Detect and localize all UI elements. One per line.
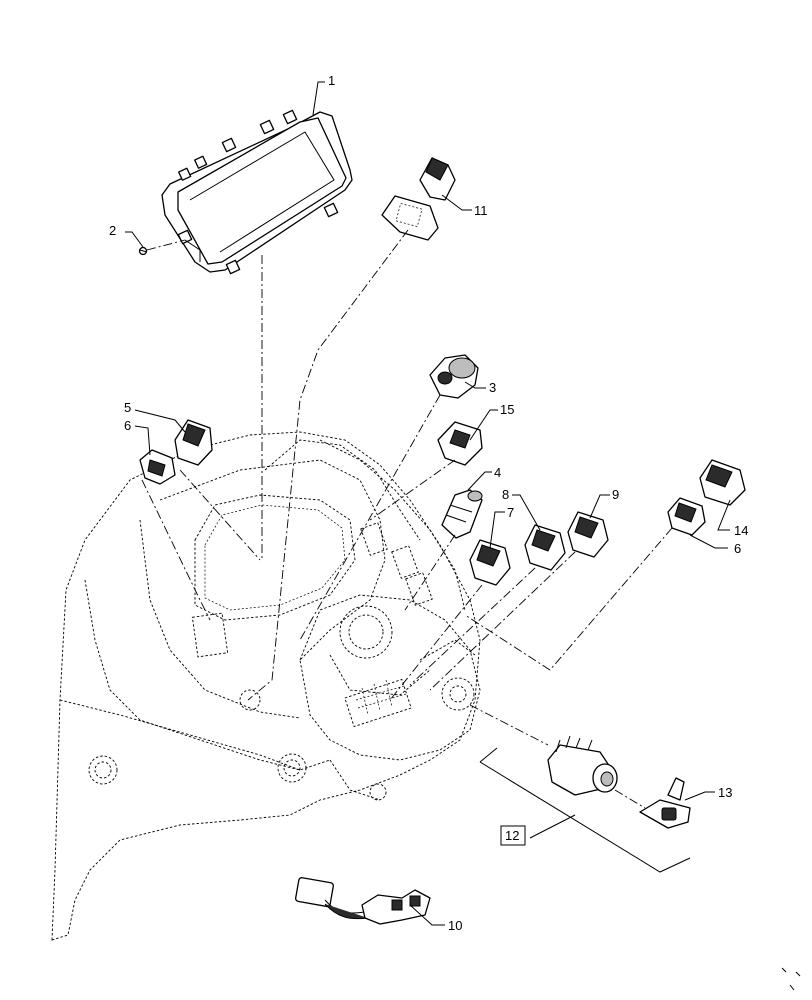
callout-6-left: 6 [124, 418, 131, 433]
callout-labels: 1 2 11 3 15 5 6 4 8 9 7 14 6 13 12 10 [109, 73, 748, 933]
callout-3: 3 [489, 380, 496, 395]
socket-plug [441, 489, 483, 539]
callout-7: 7 [507, 505, 514, 520]
callout-15: 15 [500, 402, 514, 417]
ignition-keys [639, 777, 691, 829]
assembly-lines [141, 229, 673, 809]
callout-12: 12 [505, 828, 519, 843]
screw [138, 239, 186, 256]
switch-15 [437, 421, 483, 466]
switch-6-left [139, 449, 176, 485]
callout-8: 8 [502, 487, 509, 502]
switch-9 [567, 511, 609, 558]
callout-10: 10 [448, 918, 462, 933]
callout-9: 9 [612, 487, 619, 502]
callout-6-right: 6 [734, 541, 741, 556]
callout-1: 1 [328, 73, 335, 88]
callout-5: 5 [124, 400, 131, 415]
callout-4: 4 [494, 465, 501, 480]
leader-lines [125, 81, 731, 926]
callout-12-box [500, 825, 526, 846]
wire-harness [294, 877, 431, 925]
switch-14 [699, 459, 746, 506]
switch-8 [524, 524, 566, 571]
callout-11: 11 [474, 203, 488, 218]
switch-6-right [667, 497, 706, 536]
callout-2: 2 [109, 223, 116, 238]
switch-7 [469, 539, 511, 586]
corner-marks [781, 967, 801, 991]
ignition-switch [547, 735, 618, 796]
instrument-cluster [161, 109, 353, 275]
callout-14: 14 [734, 523, 748, 538]
callout-13: 13 [718, 785, 732, 800]
rotary-switch [429, 354, 479, 399]
switch-11 [381, 157, 456, 241]
dashboard-housing [51, 431, 481, 941]
